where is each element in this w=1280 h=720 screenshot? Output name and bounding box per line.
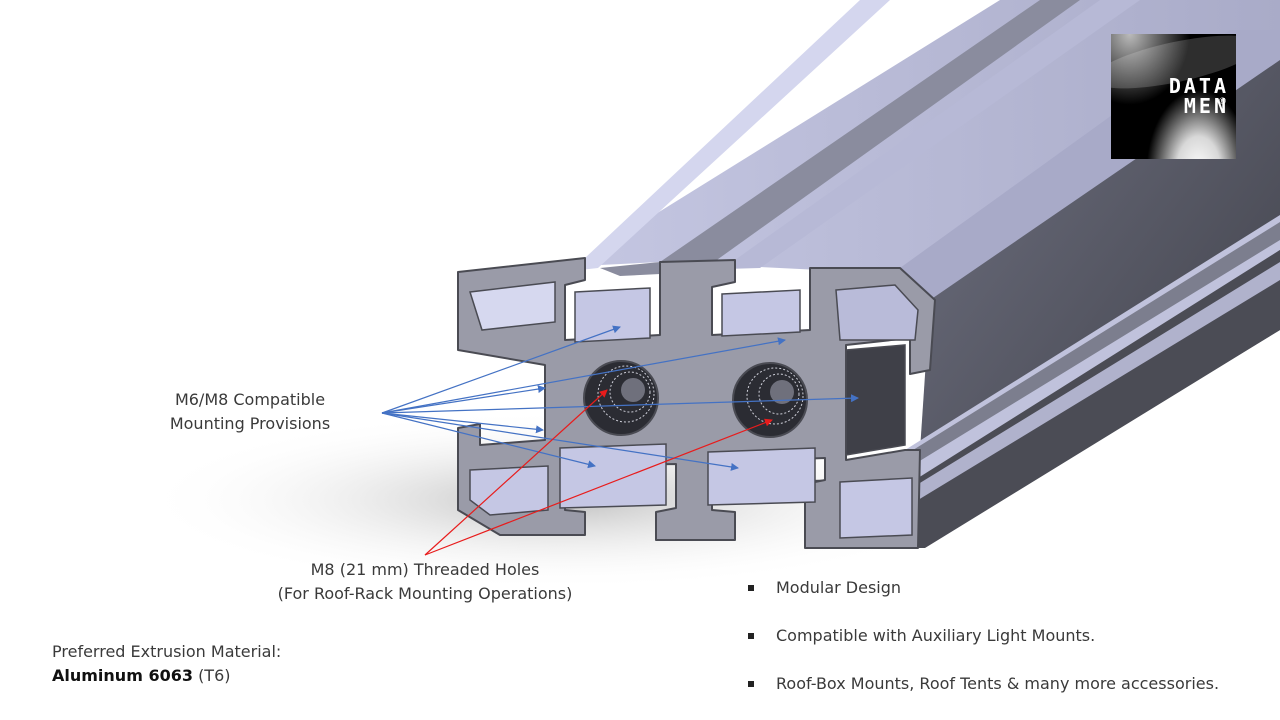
- mounting-callout-arrows: [381, 325, 859, 471]
- registered-mark-icon: ®: [1218, 97, 1227, 107]
- logo-line2: MEN: [1183, 94, 1229, 118]
- threaded-hole-left: [583, 360, 659, 436]
- feature-text: Roof-Box Mounts, Roof Tents & many more …: [776, 674, 1220, 693]
- threaded-callout-line2: (For Roof-Rack Mounting Operations): [277, 584, 573, 603]
- threaded-callout-arrows: [424, 389, 773, 556]
- feature-text: Compatible with Auxiliary Light Mounts.: [776, 626, 1096, 645]
- threaded-hole-right: [732, 362, 808, 438]
- material-value: Aluminum 6063 (T6): [52, 664, 281, 688]
- logo-line1: DATA: [1168, 74, 1229, 98]
- list-item: Modular Design: [748, 576, 1219, 600]
- threaded-callout-line1: M8 (21 mm) Threaded Holes: [310, 560, 540, 579]
- feature-text: Modular Design: [776, 578, 902, 597]
- material-label: Preferred Extrusion Material:: [52, 642, 282, 661]
- feature-list: Modular Design Compatible with Auxiliary…: [748, 576, 1219, 720]
- logo-text: DATA MEN: [1129, 76, 1229, 116]
- list-item: Roof-Box Mounts, Roof Tents & many more …: [748, 672, 1219, 696]
- list-item: Compatible with Auxiliary Light Mounts.: [748, 624, 1219, 648]
- bullet-icon: [748, 681, 754, 687]
- material-name: Aluminum 6063: [52, 666, 193, 685]
- mounting-provisions-callout: M6/M8 Compatible Mounting Provisions: [150, 388, 350, 436]
- threaded-holes-callout: M8 (21 mm) Threaded Holes (For Roof-Rack…: [260, 558, 590, 606]
- datamen-logo: DATA MEN ®: [1111, 34, 1236, 159]
- material-note: Preferred Extrusion Material: Aluminum 6…: [52, 640, 281, 688]
- mounting-callout-line1: M6/M8 Compatible: [174, 390, 326, 409]
- bullet-icon: [748, 633, 754, 639]
- material-temper: (T6): [198, 666, 231, 685]
- mounting-callout-line2: Mounting Provisions: [169, 414, 331, 433]
- bullet-icon: [748, 585, 754, 591]
